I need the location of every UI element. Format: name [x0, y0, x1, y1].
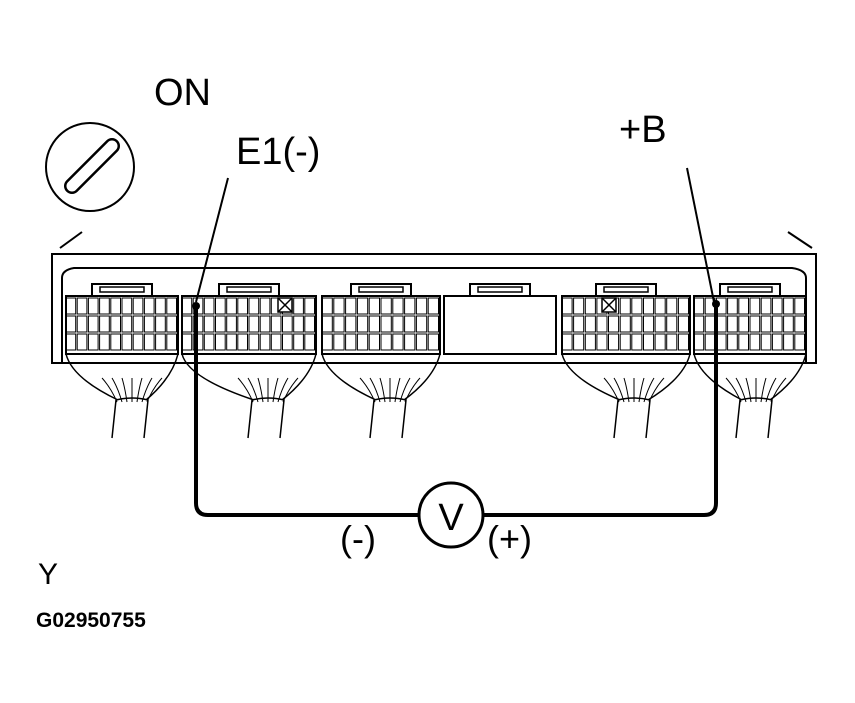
voltmeter-icon: V — [417, 481, 485, 549]
figure-code: G02950755 — [36, 609, 146, 632]
b-pointer — [686, 167, 715, 303]
connector-block — [321, 283, 441, 439]
e1-label: E1(-) — [236, 131, 320, 173]
connector-block — [693, 283, 807, 439]
ecu-housing — [51, 231, 817, 364]
meter-positive-label: (+) — [487, 518, 532, 559]
ignition-switch-icon — [45, 122, 135, 212]
connector-block — [443, 283, 557, 355]
b-plus-label: +B — [619, 109, 667, 151]
test-leads — [194, 167, 718, 517]
meter-negative-label: (-) — [340, 518, 376, 559]
ignition-label: ON — [154, 72, 211, 114]
negative-lead-path — [194, 307, 420, 517]
connector-block — [65, 283, 179, 439]
axis-letter: Y — [38, 558, 58, 591]
b-probe-point — [712, 300, 720, 308]
ecu-connectors — [65, 283, 807, 439]
connector-block — [561, 283, 691, 439]
e1-probe-point — [192, 302, 200, 310]
meter-symbol: V — [438, 497, 464, 539]
connector-block — [181, 283, 317, 439]
e1-pointer — [195, 177, 229, 303]
positive-lead-path — [484, 305, 718, 517]
